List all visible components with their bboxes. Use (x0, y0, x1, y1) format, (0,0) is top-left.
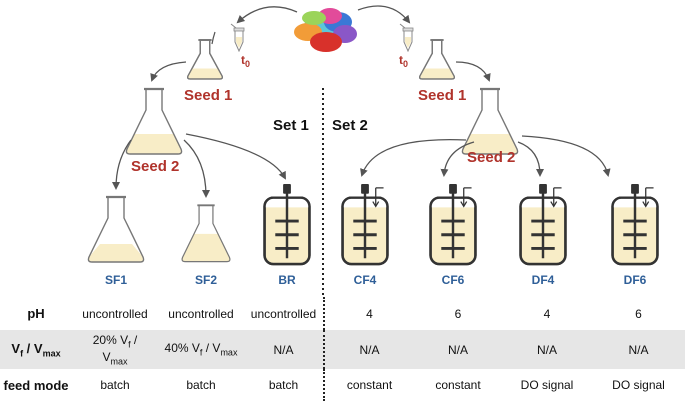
br-reactor-icon (263, 184, 311, 266)
cell-feed-df4: DO signal (520, 378, 574, 392)
cell-feed-sf1: batch (100, 378, 130, 392)
vessel-label-df4: DF4 (532, 273, 555, 287)
cf6-reactor-icon (429, 184, 477, 266)
table-row-feed-mode: feed mode batch batch batch constant con… (0, 369, 685, 401)
vessel-label-cf6: CF6 (442, 273, 465, 287)
process-diagram: t0 Seed 1 Seed 2 t0 Seed 1 Seed 2 Set 1 … (87, 5, 659, 297)
cell-volume-cf4: N/A (324, 330, 414, 369)
table-row-ph: pH uncontrolled uncontrolled uncontrolle… (0, 297, 685, 330)
cell-ph-cf4: 4 (366, 306, 373, 321)
vessel-label-br: BR (278, 273, 296, 287)
seed1-flask-icon-left (186, 38, 224, 80)
cell-volume-df4: N/A (502, 330, 592, 369)
set1-label: Set 1 (273, 117, 309, 134)
seed1-flask-icon-right (418, 38, 456, 80)
vessel-label-df6: DF6 (624, 273, 647, 287)
cell-volume-cf6: N/A (414, 330, 502, 369)
vessel-label-sf2: SF2 (195, 273, 217, 287)
arrow-seed1-to-seed2-left (150, 61, 187, 82)
row-header-volume: Vf / Vmax (0, 330, 72, 369)
sf1-flask-icon (87, 195, 145, 264)
cell-volume-sf2: 40% Vf / Vmax (158, 330, 244, 369)
cell-feed-df6: DO signal (612, 378, 665, 392)
vessel-label-sf1: SF1 (105, 273, 127, 287)
df6-reactor-icon (611, 184, 659, 266)
inoculum-tube-icon-left (230, 23, 245, 52)
arrow-inoculum-left (236, 6, 298, 24)
cell-feed-br: batch (244, 369, 325, 401)
arrow-to-cf6 (440, 141, 475, 177)
cell-ph-cf6: 6 (454, 306, 462, 321)
t0-label-left: t0 (241, 53, 250, 69)
arrow-to-br (185, 133, 286, 180)
cell-volume-sf1: 20% Vf /Vmax (72, 330, 158, 369)
seed1-label-left: Seed 1 (184, 87, 232, 104)
arrow-to-df4 (517, 141, 544, 177)
cell-ph-br: uncontrolled (244, 297, 325, 330)
inoculum-tube-icon-right (399, 23, 414, 52)
seed1-label-right: Seed 1 (418, 87, 466, 104)
arrow-inoculum-right (357, 5, 411, 24)
row-header-feed-mode: feed mode (3, 377, 69, 393)
vessel-label-cf4: CF4 (354, 273, 377, 287)
set2-label: Set 2 (332, 117, 368, 134)
arrow-to-sf2 (183, 139, 210, 198)
cell-volume-df6: N/A (592, 330, 685, 369)
parameter-table: pH uncontrolled uncontrolled uncontrolle… (0, 297, 685, 401)
row-header-ph: pH (27, 306, 45, 321)
arrow-to-df6 (521, 135, 611, 177)
cell-feed-cf6: constant (435, 378, 481, 392)
cell-ph-sf2: uncontrolled (168, 306, 234, 321)
seed2-label-right: Seed 2 (467, 149, 515, 166)
t0-label-right: t0 (399, 53, 408, 69)
cell-ph-df6: 6 (635, 306, 642, 321)
cell-feed-sf2: batch (186, 378, 216, 392)
sf2-flask-icon (181, 204, 231, 263)
arrow-to-cf4 (360, 138, 467, 177)
cell-ph-sf1: uncontrolled (82, 306, 148, 321)
seed2-flask-icon-left (125, 87, 183, 156)
seed2-label-left: Seed 2 (131, 158, 179, 175)
cell-volume-br: N/A (244, 330, 325, 369)
arrow-tube-to-flask-left (211, 31, 216, 45)
seed2-flask-icon-right (461, 87, 519, 156)
cf4-reactor-icon (341, 184, 389, 266)
cell-ph-df4: 4 (543, 306, 551, 321)
cell-feed-cf4: constant (346, 378, 393, 392)
df4-reactor-icon (519, 184, 567, 266)
inoculum-cluster-icon (294, 8, 357, 52)
arrow-to-sf1 (112, 139, 132, 190)
table-row-volume: Vf / Vmax 20% Vf /Vmax 40% Vf / Vmax N/A… (0, 330, 685, 369)
arrow-seed1-to-seed2-right (455, 61, 491, 82)
